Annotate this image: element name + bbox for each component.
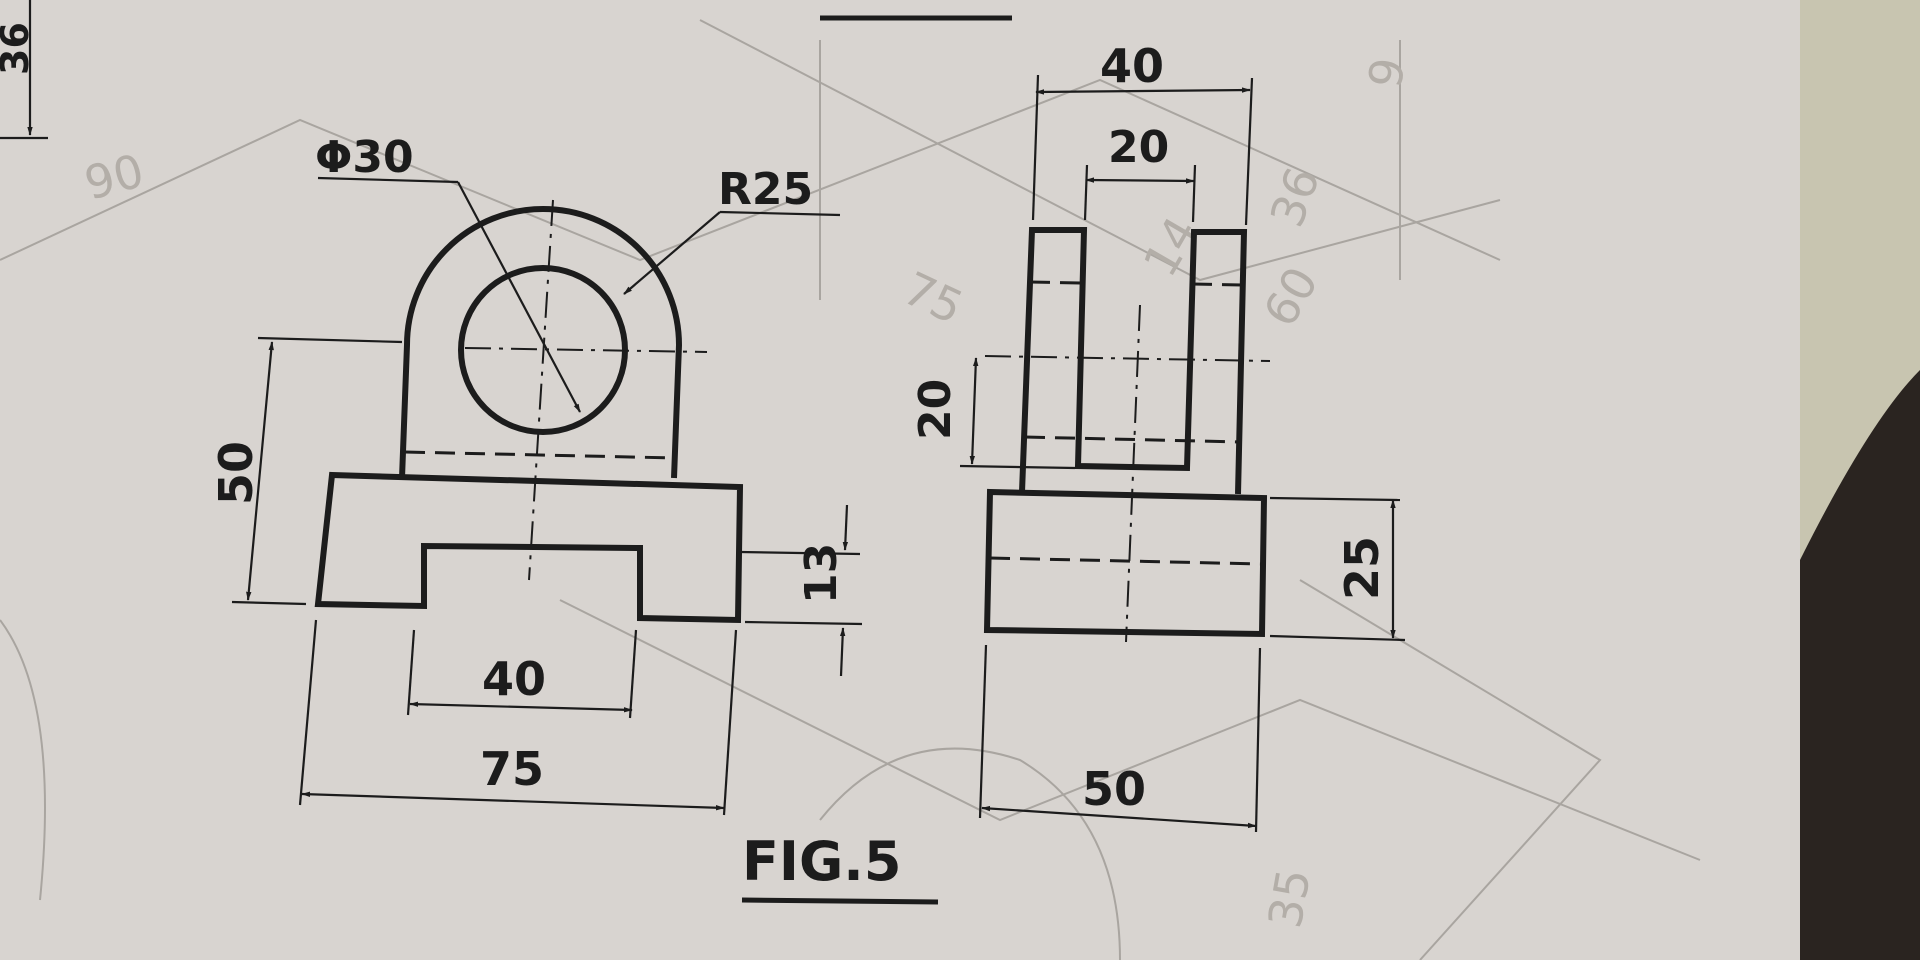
slot-width-label: 40 <box>482 652 546 706</box>
slot-depth-dimension-line <box>969 357 979 465</box>
base-width-dimension-line <box>981 805 1257 829</box>
slot-width-dimension-line <box>1085 177 1195 184</box>
side-slot-depth-label: 20 <box>910 379 961 440</box>
radius-leader <box>623 211 721 295</box>
upright-outline <box>399 206 683 479</box>
ghost-label: 35 <box>1258 865 1321 932</box>
hidden-line <box>1191 282 1243 287</box>
extension-line <box>1254 647 1262 833</box>
overall-width-dimension-line <box>1035 87 1251 95</box>
caption-underline <box>741 897 939 905</box>
base-height-label: 25 <box>1335 536 1389 600</box>
hidden-line <box>404 450 677 460</box>
dark-corner-shadow <box>1800 370 1920 960</box>
extension-line <box>744 620 863 626</box>
base-length-dimension-line <box>301 791 725 811</box>
height-dimension-line <box>246 341 274 601</box>
hidden-line <box>1024 435 1243 444</box>
diameter-label: Φ30 <box>315 132 414 183</box>
height-label: 50 <box>209 441 263 505</box>
side-view: 40 20 20 25 50 <box>910 39 1406 833</box>
slot-width-dimension-line <box>409 701 633 713</box>
extension-line <box>1244 77 1254 226</box>
figure-caption: FIG.5 <box>742 830 901 893</box>
hidden-line <box>1029 280 1083 285</box>
corner-dimension-label: 36 <box>0 22 37 75</box>
base-outline <box>314 471 744 624</box>
leader-line <box>719 210 841 217</box>
center-line <box>1125 304 1141 643</box>
overall-width-label: 40 <box>1100 39 1164 93</box>
extension-line <box>257 336 403 344</box>
extension-line <box>1031 74 1040 221</box>
hidden-line <box>989 556 1263 566</box>
radius-label: R25 <box>718 164 813 215</box>
extension-line <box>231 600 307 606</box>
side-base-width-label: 50 <box>1082 762 1146 816</box>
depth-arrow <box>839 627 846 677</box>
extension-line <box>739 550 861 556</box>
extension-line <box>1083 164 1089 221</box>
center-line <box>984 355 1271 362</box>
extension-line <box>298 619 318 806</box>
extension-line <box>722 629 738 816</box>
diameter-leader <box>457 181 581 413</box>
base-length-label: 75 <box>480 742 544 796</box>
extension-line <box>959 464 1076 470</box>
extension-line <box>1191 164 1197 223</box>
extension-line <box>978 644 988 819</box>
side-slot-width-label: 20 <box>1108 122 1169 173</box>
leader-line <box>317 176 459 184</box>
slot-depth-label: 13 <box>796 543 847 604</box>
center-line <box>464 347 708 353</box>
side-base-outline <box>983 488 1268 638</box>
paper-background <box>0 0 1800 960</box>
extension-line <box>406 629 416 716</box>
extension-line <box>1269 634 1406 642</box>
extension-line <box>1269 496 1401 502</box>
center-line <box>528 199 554 581</box>
depth-arrow <box>842 504 849 551</box>
front-view: Φ30 R25 50 13 40 75 <box>209 132 863 816</box>
corner-dimension: 36 <box>0 0 48 140</box>
